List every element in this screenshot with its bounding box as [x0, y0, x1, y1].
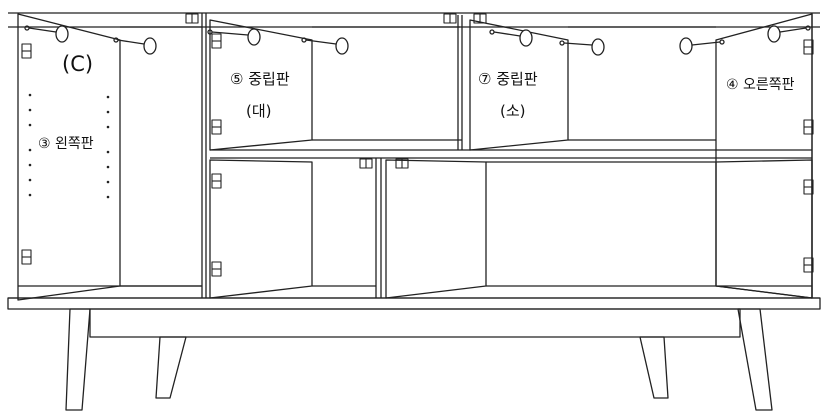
label-right-panel: ④ 오른쪽판: [726, 77, 795, 93]
left-side-panel: [17, 13, 207, 301]
leg-frame: [89, 308, 741, 338]
label-middle-small-size: (소): [500, 102, 526, 120]
cam-lock-fittings: [21, 13, 814, 277]
dowel-pegs-middle-large: [207, 28, 349, 55]
middle-shelf: [210, 149, 812, 159]
dowel-pegs-left: [24, 25, 157, 55]
middle-panel-small: [469, 19, 716, 151]
top-panel: [8, 12, 820, 28]
lower-right-compartment: [385, 159, 813, 299]
dowel-pegs-middle-small: [489, 29, 725, 56]
label-left-panel: ③ 왼쪽판: [38, 136, 94, 152]
legs: [65, 308, 773, 411]
dowel-pegs-right: [767, 25, 811, 43]
right-side-panel: [715, 13, 813, 299]
lower-left-compartment: [209, 158, 382, 299]
label-middle-large-size: (대): [246, 102, 272, 120]
shelf-pin-holes: [28, 93, 110, 199]
label-middle-large: ⑤ 중립판: [230, 70, 290, 88]
label-middle-small: ⑦ 중립판: [478, 70, 538, 88]
label-panel-c: (C): [62, 52, 94, 76]
middle-panel-large: [209, 15, 463, 151]
bottom-panel: [7, 285, 821, 310]
